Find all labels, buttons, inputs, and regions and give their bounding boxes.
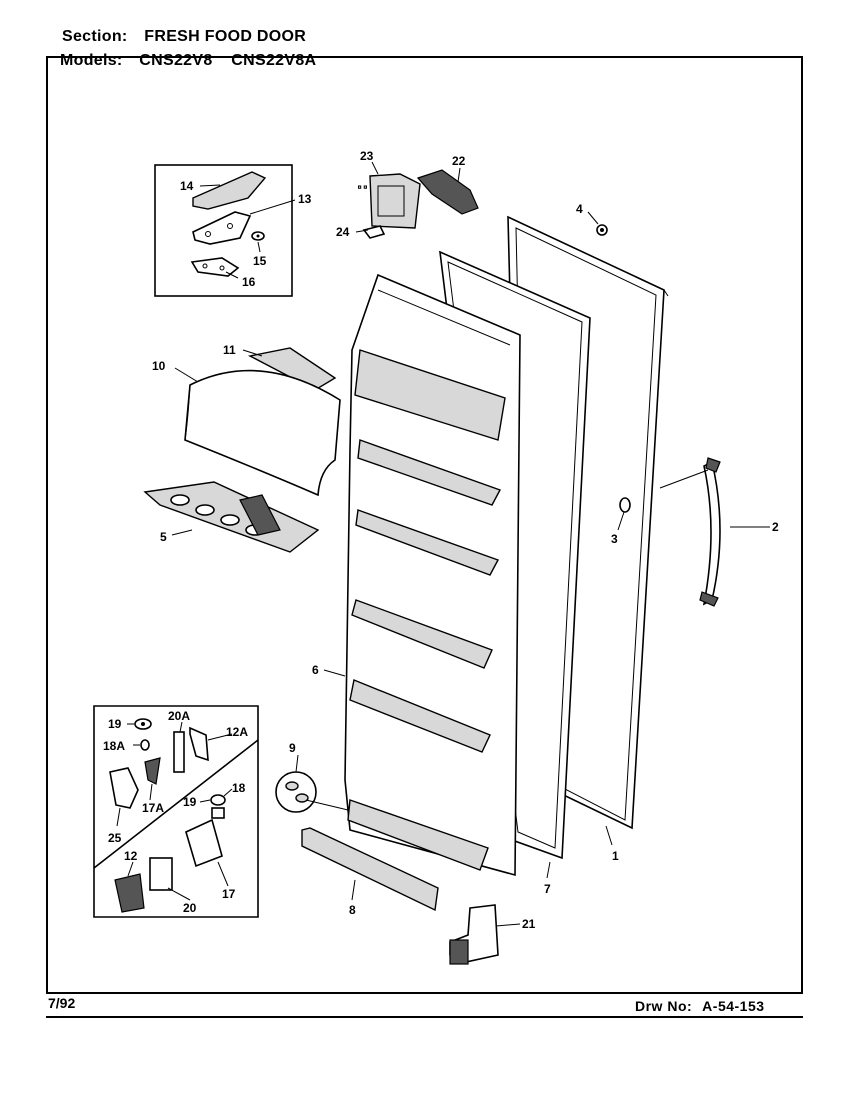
callout-18A: 18A bbox=[103, 739, 125, 753]
callout-3: 3 bbox=[611, 532, 618, 546]
part-15-washer-drawing bbox=[251, 231, 265, 241]
callout-16: 16 bbox=[242, 275, 256, 289]
callout-21: 21 bbox=[522, 917, 536, 931]
footer-rule bbox=[46, 994, 803, 1018]
callout-18: 18 bbox=[232, 781, 246, 795]
hinge-inset-box bbox=[154, 164, 293, 297]
drawing-number-value: A-54-153 bbox=[702, 998, 765, 1014]
part-17A-spring-drawing bbox=[144, 757, 161, 785]
callout-12A: 12A bbox=[226, 725, 248, 739]
callout-7: 7 bbox=[544, 882, 551, 896]
part-17-bracket-drawing bbox=[185, 818, 223, 868]
part-14-hinge-cover-drawing bbox=[192, 171, 267, 210]
part-6-inner-liner-drawing bbox=[344, 273, 521, 877]
diagram-frame bbox=[46, 56, 803, 994]
callout-23: 23 bbox=[360, 149, 374, 163]
callout-17A: 17A bbox=[142, 801, 164, 815]
part-4-screw-drawing bbox=[596, 224, 608, 236]
part-20A-plate-drawing bbox=[173, 731, 185, 773]
callout-17: 17 bbox=[222, 887, 236, 901]
part-10-dairy-door-drawing bbox=[184, 369, 341, 497]
part-21-bracket-drawing bbox=[449, 904, 499, 965]
part-3-plug-drawing bbox=[619, 497, 631, 513]
drawing-number: Drw No: A-54-153 bbox=[635, 998, 765, 1014]
part-18A-washer-drawing bbox=[140, 739, 150, 751]
svg-text:▪ ▪: ▪ ▪ bbox=[358, 182, 367, 192]
callout-2: 2 bbox=[772, 520, 779, 534]
part-25-hinge-drawing bbox=[109, 767, 139, 809]
callout-5: 5 bbox=[160, 530, 167, 544]
callout-19-lower: 19 bbox=[183, 795, 197, 809]
part-16-hinge-plate-drawing bbox=[190, 257, 240, 277]
part-22-switch-drawing bbox=[416, 169, 479, 215]
callout-10: 10 bbox=[152, 359, 166, 373]
callout-labels: 1 2 3 4 5 6 7 8 9 10 11 12 12A 13 14 15 … bbox=[103, 149, 779, 931]
part-8-bottom-trim-drawing bbox=[301, 827, 439, 912]
callout-9: 9 bbox=[289, 741, 296, 755]
callout-8: 8 bbox=[349, 903, 356, 917]
callout-14: 14 bbox=[180, 179, 194, 193]
part-19-washer-drawing bbox=[134, 718, 152, 730]
callout-13: 13 bbox=[298, 192, 312, 206]
callout-20: 20 bbox=[183, 901, 197, 915]
part-12A-hinge-drawing bbox=[189, 726, 209, 762]
callout-1: 1 bbox=[612, 849, 619, 863]
callout-20A: 20A bbox=[168, 709, 190, 723]
part-12-hinge-drawing bbox=[114, 873, 145, 913]
drawing-label: Drw No: bbox=[635, 998, 693, 1014]
part-20-plate-drawing bbox=[149, 857, 173, 891]
section-label: Section: bbox=[62, 28, 128, 45]
part-19b-bushing-drawing bbox=[210, 794, 226, 819]
callout-12: 12 bbox=[124, 849, 138, 863]
part-24-screw-drawing bbox=[362, 225, 386, 239]
inset-divider bbox=[93, 739, 259, 869]
section-heading: Section: FRESH FOOD DOOR bbox=[62, 28, 306, 46]
callout-19: 19 bbox=[108, 717, 122, 731]
leader-lines bbox=[116, 161, 770, 927]
part-5-egg-tray-drawing bbox=[143, 481, 320, 553]
callout-15: 15 bbox=[253, 254, 267, 268]
part-13-hinge-drawing bbox=[192, 211, 252, 245]
callout-24: 24 bbox=[336, 225, 350, 239]
part-23-bracket-drawing: ▪ ▪ bbox=[358, 173, 421, 229]
callout-4: 4 bbox=[576, 202, 583, 216]
callout-22: 22 bbox=[452, 154, 466, 168]
callout-25: 25 bbox=[108, 831, 122, 845]
callout-11: 11 bbox=[223, 343, 236, 357]
callout-6: 6 bbox=[312, 663, 319, 677]
lower-hinge-inset-box bbox=[93, 705, 259, 918]
part-2-handle-drawing bbox=[699, 457, 721, 607]
footer-date: 7/92 bbox=[48, 995, 76, 1011]
section-value: FRESH FOOD DOOR bbox=[144, 28, 307, 45]
part-9-clips-drawing bbox=[275, 771, 317, 813]
